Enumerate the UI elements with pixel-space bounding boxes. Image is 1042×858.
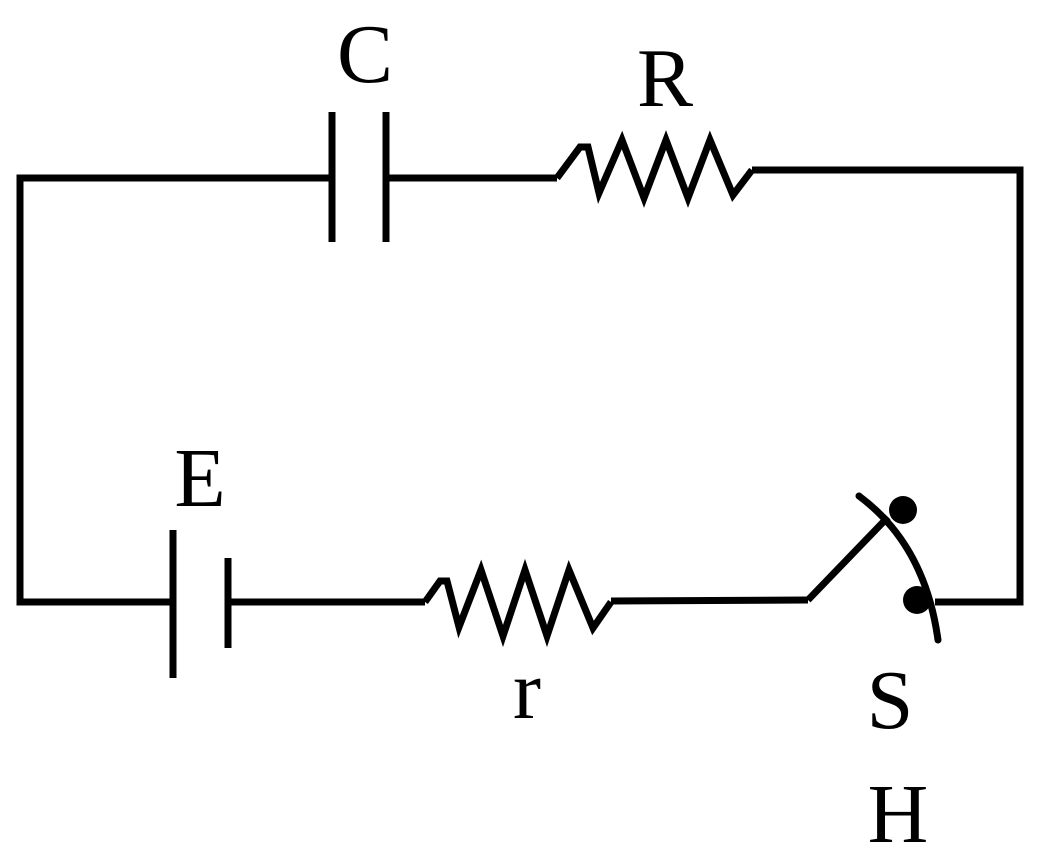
- battery-e: [169, 530, 232, 678]
- wire-r-to-switch: [610, 596, 809, 605]
- wire-top-right: [752, 166, 1024, 606]
- label-s: S: [867, 654, 914, 747]
- switch-contact-top: [889, 496, 917, 524]
- switch-contact-bottom: [903, 586, 931, 614]
- wire-top-left: [16, 174, 332, 606]
- label-h: H: [868, 768, 929, 858]
- resistor-r-upper: [554, 130, 755, 208]
- label-r-upper: R: [637, 32, 693, 125]
- resistor-r-internal: [422, 558, 614, 648]
- switch-s: [805, 492, 942, 644]
- label-c: C: [337, 8, 393, 101]
- capacitor-c: [328, 112, 390, 242]
- label-e: E: [174, 432, 225, 525]
- label-r-internal: r: [513, 644, 541, 737]
